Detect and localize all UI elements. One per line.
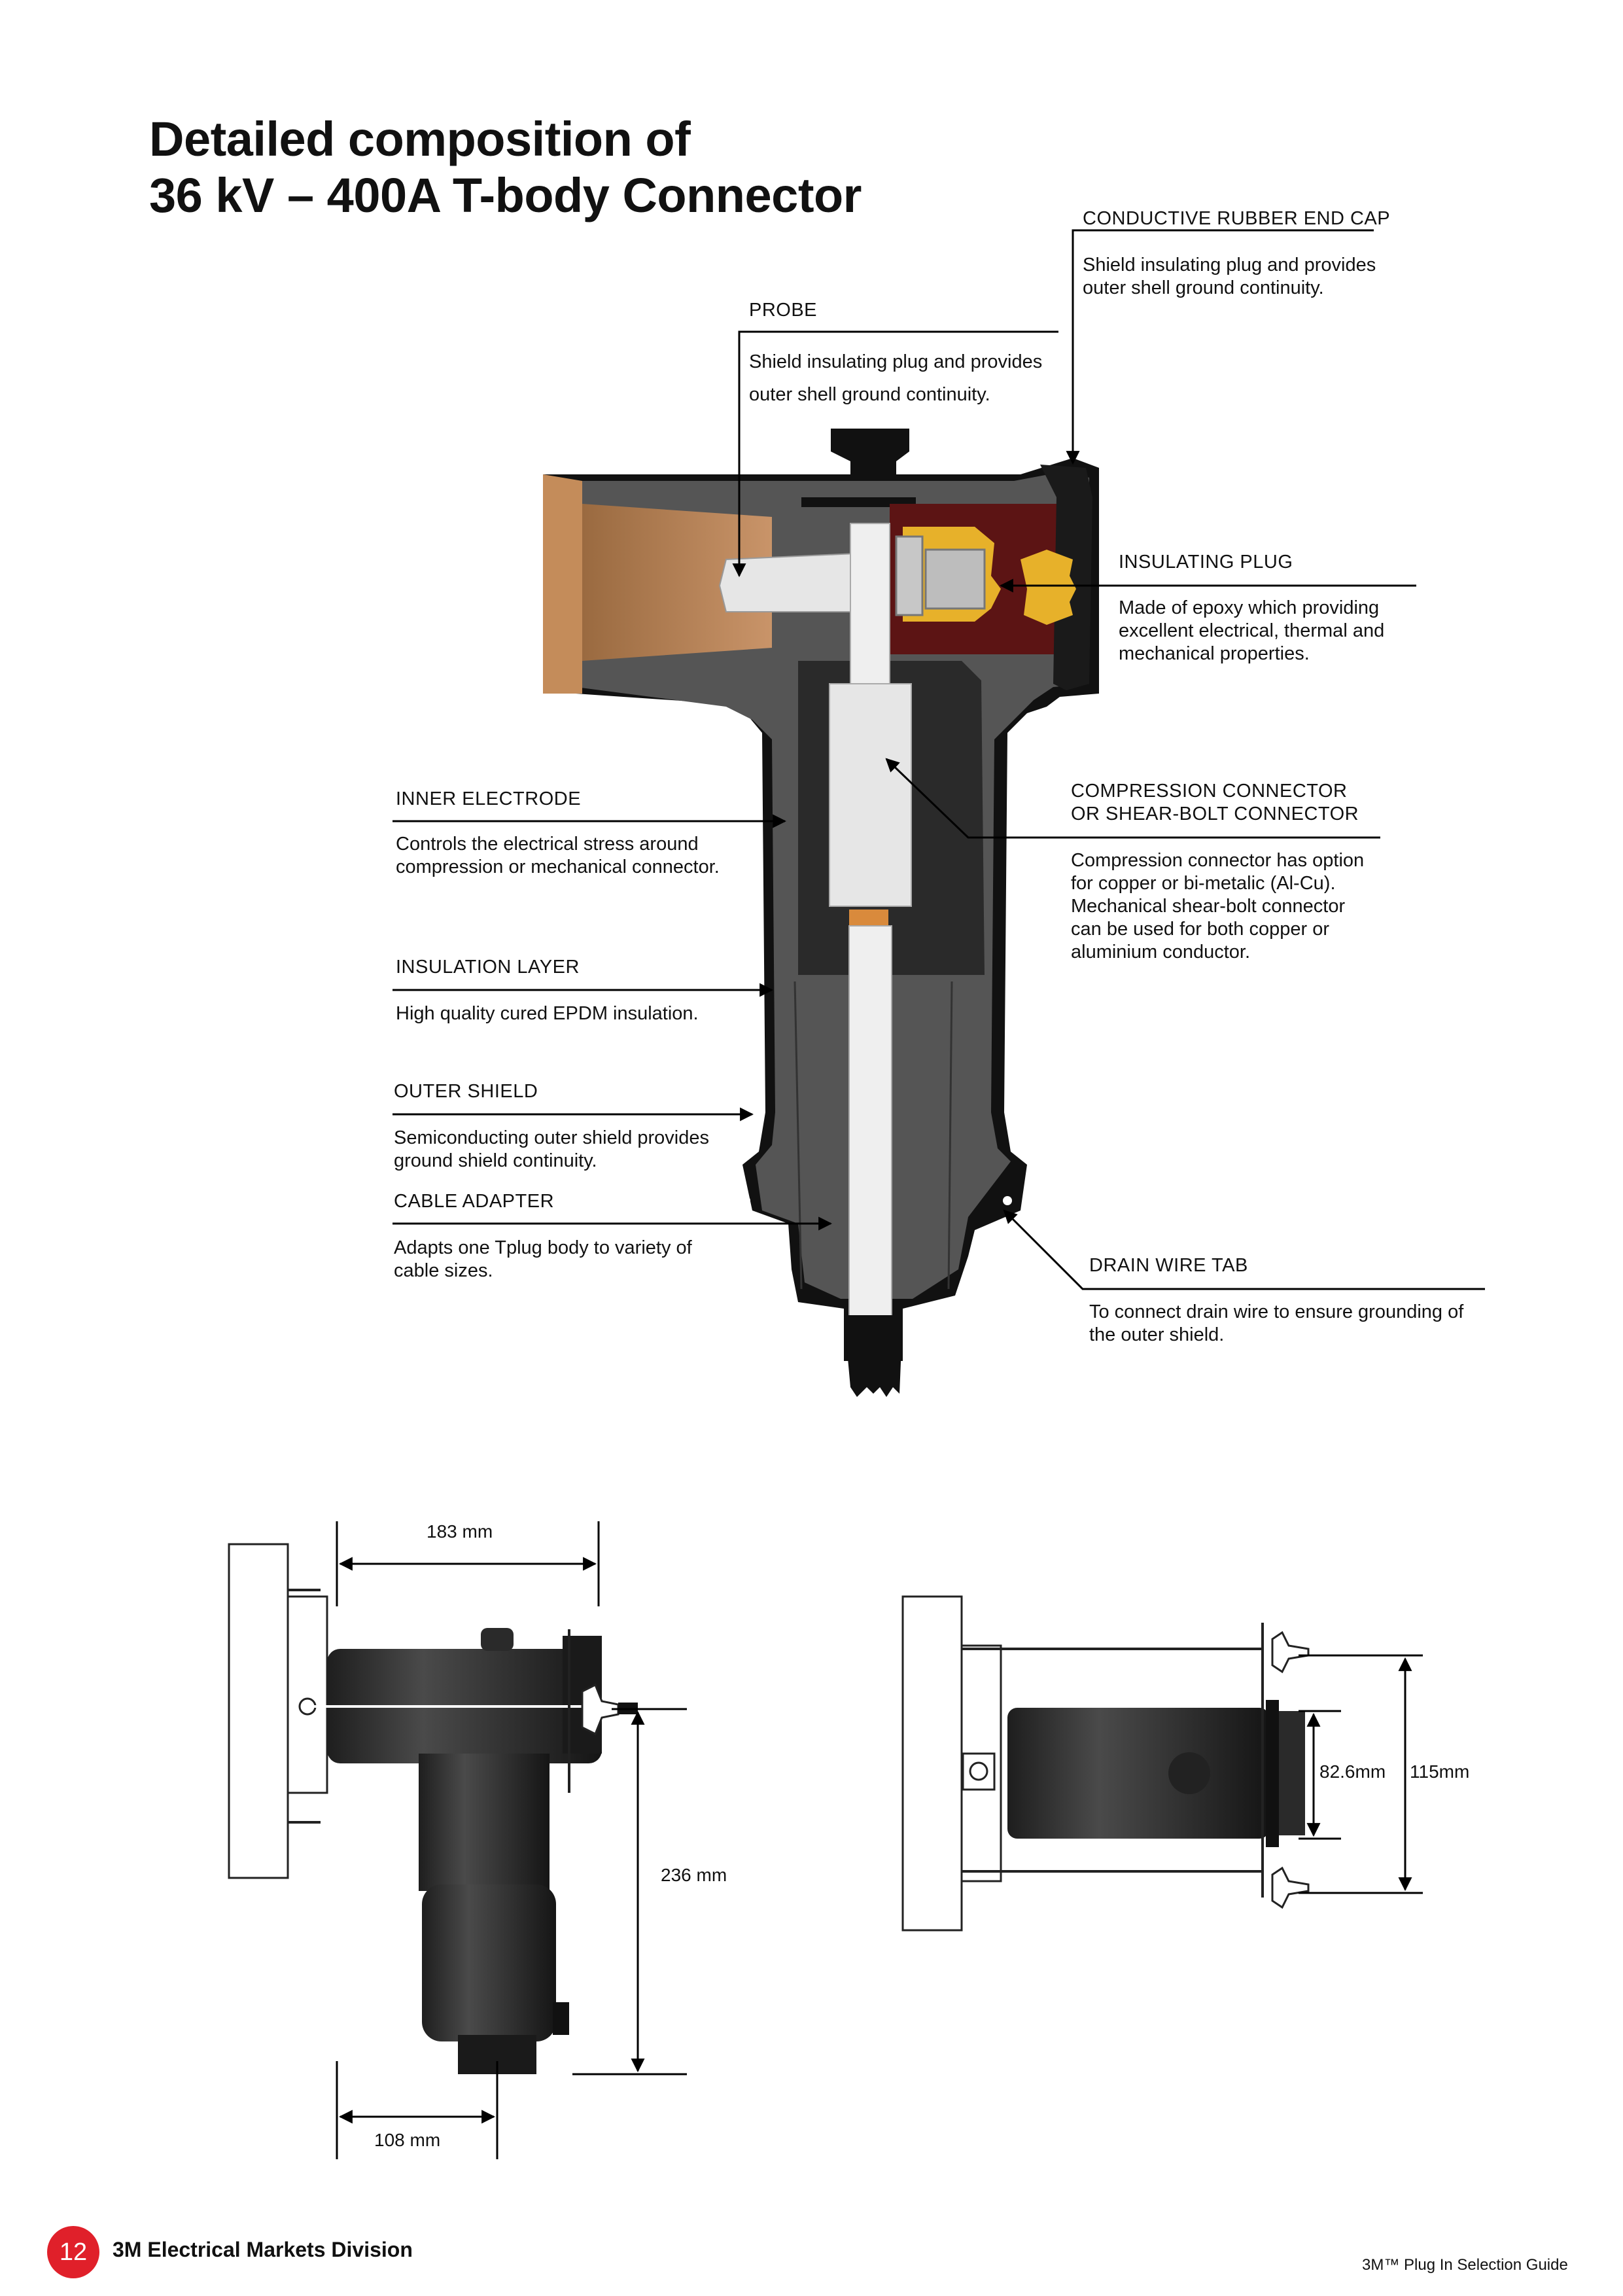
compression-connector xyxy=(829,683,912,907)
outer-shield-heading: OUTER SHIELD xyxy=(394,1081,538,1102)
probe-desc: Shield insulating plug and provides oute… xyxy=(749,351,1043,405)
cable-adapter-heading: CABLE ADAPTER xyxy=(394,1191,555,1212)
footer-guide: 3M™ Plug In Selection Guide xyxy=(1362,2256,1568,2274)
inner-electrode-desc: Controls the electrical stress around co… xyxy=(396,834,720,877)
callout-leaders xyxy=(393,229,1485,1290)
footer-division: 3M Electrical Markets Division xyxy=(113,2238,413,2261)
probe-rod xyxy=(718,552,871,612)
cable-conductor xyxy=(848,925,892,1326)
insulation-layer-desc: High quality cured EPDM insulation. xyxy=(396,1003,699,1024)
drain-wire-heading: DRAIN WIRE TAB xyxy=(1089,1255,1248,1276)
probe-heading: PROBE xyxy=(749,300,818,321)
body-top xyxy=(1007,1708,1269,1839)
title-line-2: 36 kV – 400A T-body Connector xyxy=(149,168,862,222)
drain-wire-desc: To connect drain wire to ensure groundin… xyxy=(1089,1301,1464,1345)
page-number-badge: 12 xyxy=(47,2226,99,2278)
dim-outer-dia: 115mm xyxy=(1410,1761,1470,1782)
compression-heading-line-2: OR SHEAR-BOLT CONNECTOR xyxy=(1071,804,1359,824)
dim-inner-dia: 82.6mm xyxy=(1319,1761,1386,1782)
cable-adapter-desc: Adapts one Tplug body to variety of cabl… xyxy=(394,1237,692,1281)
compression-heading: COMPRESSION CONNECTOR OR SHEAR-BOLT CONN… xyxy=(1071,780,1359,826)
cable xyxy=(844,1315,903,1397)
title-line-1: Detailed composition of xyxy=(149,112,691,166)
end-cap-desc: Shield insulating plug and provides oute… xyxy=(1083,255,1376,298)
insulation-layer-heading: INSULATION LAYER xyxy=(396,957,580,978)
elbow-vertical xyxy=(419,1754,550,1891)
dim-height: 236 mm xyxy=(661,1865,727,1885)
conductor-rod xyxy=(850,523,890,688)
bushing-well xyxy=(543,474,582,694)
compression-desc: Compression connector has option for cop… xyxy=(1071,850,1365,963)
compression-heading-line-1: COMPRESSION CONNECTOR xyxy=(1071,781,1348,802)
insulating-plug-heading: INSULATING PLUG xyxy=(1119,552,1293,573)
side-view-drawing xyxy=(228,1521,687,2159)
cross-section xyxy=(543,429,1099,1397)
inner-electrode-heading: INNER ELECTRODE xyxy=(396,788,582,809)
top-view-drawing xyxy=(901,1595,1423,1932)
page-title: Detailed composition of 36 kV – 400A T-b… xyxy=(149,111,862,224)
dim-width-bottom: 108 mm xyxy=(374,2130,441,2150)
insulating-plug-desc: Made of epoxy which providing excellent … xyxy=(1119,597,1385,664)
test-point-bump xyxy=(831,429,909,484)
outer-shield-desc: Semiconducting outer shield provides gro… xyxy=(394,1127,709,1171)
end-cap-heading: CONDUCTIVE RUBBER END CAP xyxy=(1083,208,1391,229)
dim-width-top: 183 mm xyxy=(427,1521,493,1542)
